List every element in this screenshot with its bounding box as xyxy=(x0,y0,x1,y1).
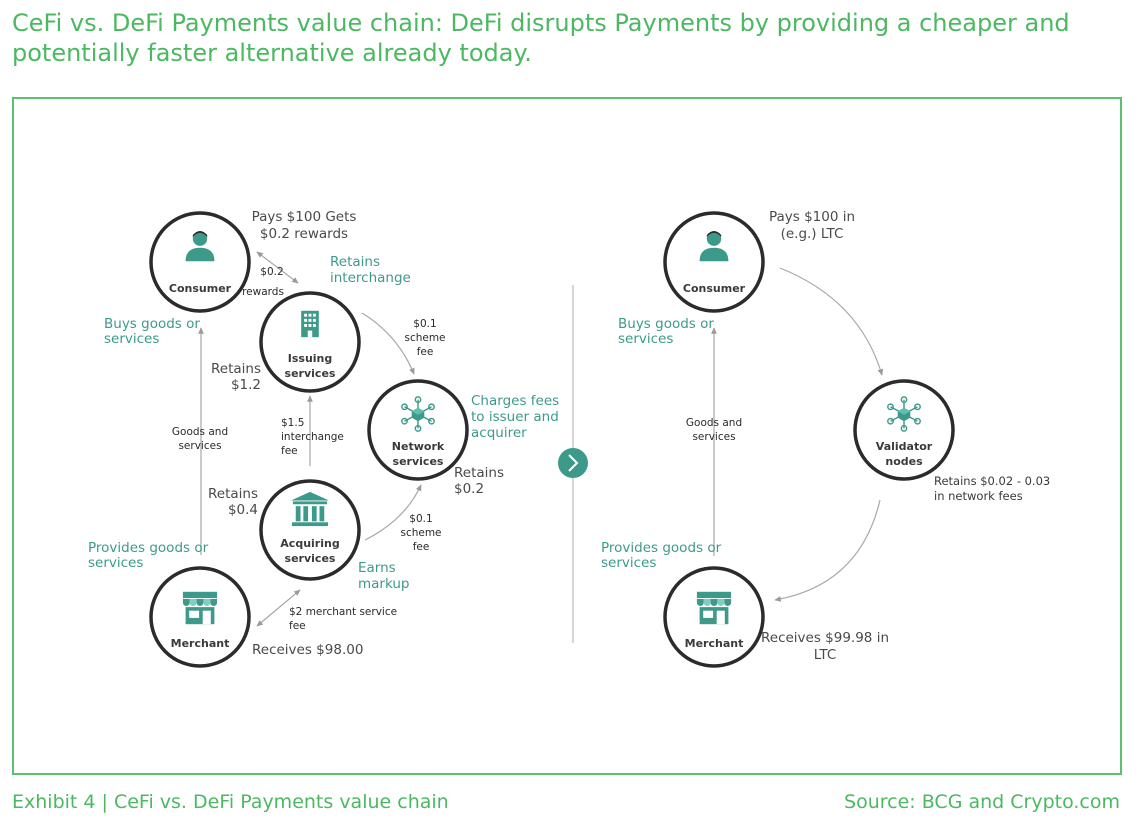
defi-arrows xyxy=(711,267,884,602)
node-label-merchant-defi: Merchant xyxy=(685,637,744,650)
node-label-consumer: Consumer xyxy=(169,282,232,295)
node-label-acquiring-1: Acquiring xyxy=(280,537,339,550)
node-label-acquiring-2: services xyxy=(285,552,336,565)
defi-consumer-node: Consumer xyxy=(663,211,765,313)
source-caption: Source: BCG and Crypto.com xyxy=(844,791,1120,813)
node-label-issuing-2: services xyxy=(285,367,336,380)
arrow-consumer-issuing xyxy=(256,251,299,284)
title-line-2: potentially faster alternative already t… xyxy=(12,39,532,67)
arrow-issuing-network xyxy=(361,312,415,375)
arrow-consumer-validator xyxy=(779,267,884,376)
defi-buys-goods-1: Buys goods or xyxy=(618,316,714,332)
arrow-validator-merchant xyxy=(774,499,881,602)
retains-network-1: Retains xyxy=(454,465,504,481)
cefi-consumer-node: Consumer xyxy=(149,211,251,313)
node-label-network-2: services xyxy=(393,455,444,468)
interchange-fee-1: $1.5 xyxy=(281,417,304,429)
defi-provides-goods-1: Provides goods or xyxy=(601,540,722,556)
scheme-fee-top-1: $0.1 xyxy=(413,318,436,330)
defi-consumer-pays-1: Pays $100 in xyxy=(769,209,855,225)
goods-services-1: Goods and xyxy=(172,426,228,438)
retains-validator-1: Retains $0.02 - 0.03 xyxy=(934,474,1050,488)
earns-markup-1: Earns xyxy=(358,560,396,576)
defi-receives-1: Receives $99.98 in xyxy=(761,630,889,646)
exhibit-frame xyxy=(12,97,1122,775)
rewards-2: rewards xyxy=(242,286,284,298)
retains-network-2: $0.2 xyxy=(454,481,484,497)
node-label-validator-2: nodes xyxy=(885,455,923,468)
title-line-1: CeFi vs. DeFi Payments value chain: DeFi… xyxy=(12,9,1070,37)
consumer-pays-2: $0.2 rewards xyxy=(260,226,348,242)
defi-goods-services-2: services xyxy=(692,431,735,443)
store-icon xyxy=(696,591,732,625)
building-icon xyxy=(301,310,319,338)
defi-provides-goods-2: services xyxy=(601,555,656,571)
store-icon xyxy=(182,591,218,625)
retains-interchange-1: Retains xyxy=(330,254,380,270)
defi-receives-2: LTC xyxy=(814,647,837,663)
cefi-arrows xyxy=(198,251,422,627)
node-label-network-1: Network xyxy=(392,440,445,453)
defi-merchant-node: Merchant xyxy=(663,566,765,668)
scheme-fee-bottom-2: scheme xyxy=(400,527,441,539)
defi-consumer-pays-2: (e.g.) LTC xyxy=(781,226,844,242)
goods-services-2: services xyxy=(178,440,221,452)
scheme-fee-bottom-3: fee xyxy=(413,541,430,553)
arrow-merchant-acquiring xyxy=(256,589,301,627)
rewards-1: $0.2 xyxy=(260,266,283,278)
provides-goods-2: services xyxy=(88,555,143,571)
defi-annotations: Pays $100 in (e.g.) LTC Buys goods or se… xyxy=(601,209,1050,663)
retains-validator-2: in network fees xyxy=(934,489,1023,503)
cefi-annotations: Pays $100 Gets $0.2 rewards $0.2 rewards… xyxy=(88,209,559,658)
node-label-consumer-defi: Consumer xyxy=(683,282,746,295)
retains-interchange-2: interchange xyxy=(330,270,411,286)
merchant-fee-2: fee xyxy=(289,620,306,632)
retains-issuer-2: $1.2 xyxy=(231,377,261,393)
charges-fees-3: acquirer xyxy=(471,425,527,441)
provides-goods-1: Provides goods or xyxy=(88,540,209,556)
cefi-merchant-node: Merchant xyxy=(149,566,251,668)
retains-issuer-1: Retains xyxy=(211,361,261,377)
node-label-issuing-1: Issuing xyxy=(288,352,333,365)
scheme-fee-bottom-1: $0.1 xyxy=(409,513,432,525)
charges-fees-1: Charges fees xyxy=(471,393,559,409)
node-label-validator-1: Validator xyxy=(876,440,933,453)
scheme-fee-top-2: scheme xyxy=(404,332,445,344)
defi-buys-goods-2: services xyxy=(618,331,673,347)
cefi-network-node: Network services xyxy=(367,379,469,481)
cefi-issuing-node: Issuing services xyxy=(259,291,361,393)
exhibit-caption: Exhibit 4 | CeFi vs. DeFi Payments value… xyxy=(12,791,449,813)
buys-goods-1: Buys goods or xyxy=(104,316,200,332)
cefi-acquiring-node: Acquiring services xyxy=(259,479,361,581)
defi-validator-node: Validator nodes xyxy=(853,379,955,481)
page-title: CeFi vs. DeFi Payments value chain: DeFi… xyxy=(12,8,1132,68)
scheme-fee-top-3: fee xyxy=(417,346,434,358)
charges-fees-2: to issuer and xyxy=(471,409,559,425)
merchant-fee-1: $2 merchant service xyxy=(289,606,397,618)
interchange-fee-2: interchange xyxy=(281,431,344,443)
merchant-receives: Receives $98.00 xyxy=(252,642,363,658)
chevron-right-icon xyxy=(558,448,588,478)
interchange-fee-3: fee xyxy=(281,445,298,457)
retains-acquirer-2: $0.4 xyxy=(228,502,258,518)
node-label-merchant: Merchant xyxy=(171,637,230,650)
earns-markup-2: markup xyxy=(358,576,410,592)
consumer-pays-1: Pays $100 Gets xyxy=(252,209,357,225)
arrow-acquiring-network xyxy=(364,484,422,541)
buys-goods-2: services xyxy=(104,331,159,347)
defi-goods-services-1: Goods and xyxy=(686,417,742,429)
retains-acquirer-1: Retains xyxy=(208,486,258,502)
